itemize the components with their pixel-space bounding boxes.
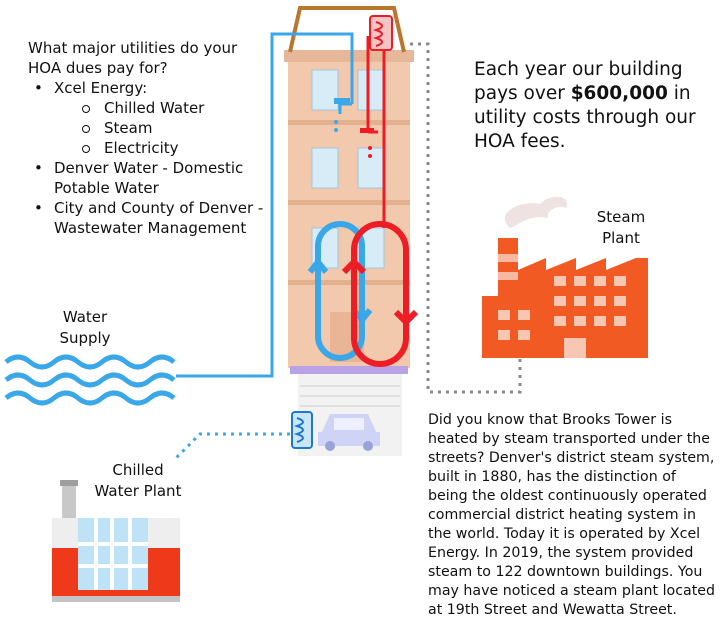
utility-item-xcel: Xcel Energy: Chilled Water Steam Electri…	[30, 78, 280, 158]
cost-text-after: in utility costs through our HOA fees.	[474, 83, 696, 152]
cost-text-before: Each year our building pays over	[474, 59, 683, 104]
utility-item-denver-water: Denver Water - Domestic Potable Water	[30, 158, 280, 198]
steam-history-fact: Did you know that Brooks Tower is heated…	[428, 412, 715, 618]
utilities-list: Xcel Energy: Chilled Water Steam Electri…	[30, 78, 280, 238]
utility-label: Denver Water - Domestic Potable Water	[54, 159, 244, 197]
utility-subitem-chilled-water: Chilled Water	[54, 98, 280, 118]
chilled-water-plant-label: Chilled Water Plant	[94, 461, 182, 500]
chilled-water-plant-icon	[52, 480, 180, 602]
chilled-water-heat-exchanger-icon	[291, 411, 313, 449]
utility-subitem-electricity: Electricity	[54, 138, 280, 158]
water-supply-label: Water Supply	[59, 308, 111, 347]
cost-amount: $600,000	[570, 83, 668, 104]
steam-plant-label: Steam Plant	[596, 208, 646, 247]
annual-cost-statement: Each year our building pays over $600,00…	[474, 58, 704, 154]
utility-subitem-steam: Steam	[54, 118, 280, 138]
utility-item-city-county: City and County of Denver - Wastewater M…	[30, 198, 280, 238]
utilities-question: What major utilities do your HOA dues pa…	[28, 39, 238, 77]
steam-tap-icon	[360, 128, 374, 158]
chilled-water-dotted-line	[172, 432, 290, 462]
car-icon	[318, 414, 380, 451]
water-faucet-icon	[334, 98, 350, 132]
utility-label: Xcel Energy:	[54, 79, 148, 97]
utility-label: City and County of Denver - Wastewater M…	[54, 199, 264, 237]
water-waves-icon	[4, 354, 176, 406]
roof-pipe	[288, 6, 406, 53]
steam-heating-loop	[341, 221, 419, 367]
steam-plant-icon	[482, 196, 648, 358]
brooks-tower-building	[284, 50, 414, 456]
steam-heat-exchanger-icon	[369, 15, 393, 51]
